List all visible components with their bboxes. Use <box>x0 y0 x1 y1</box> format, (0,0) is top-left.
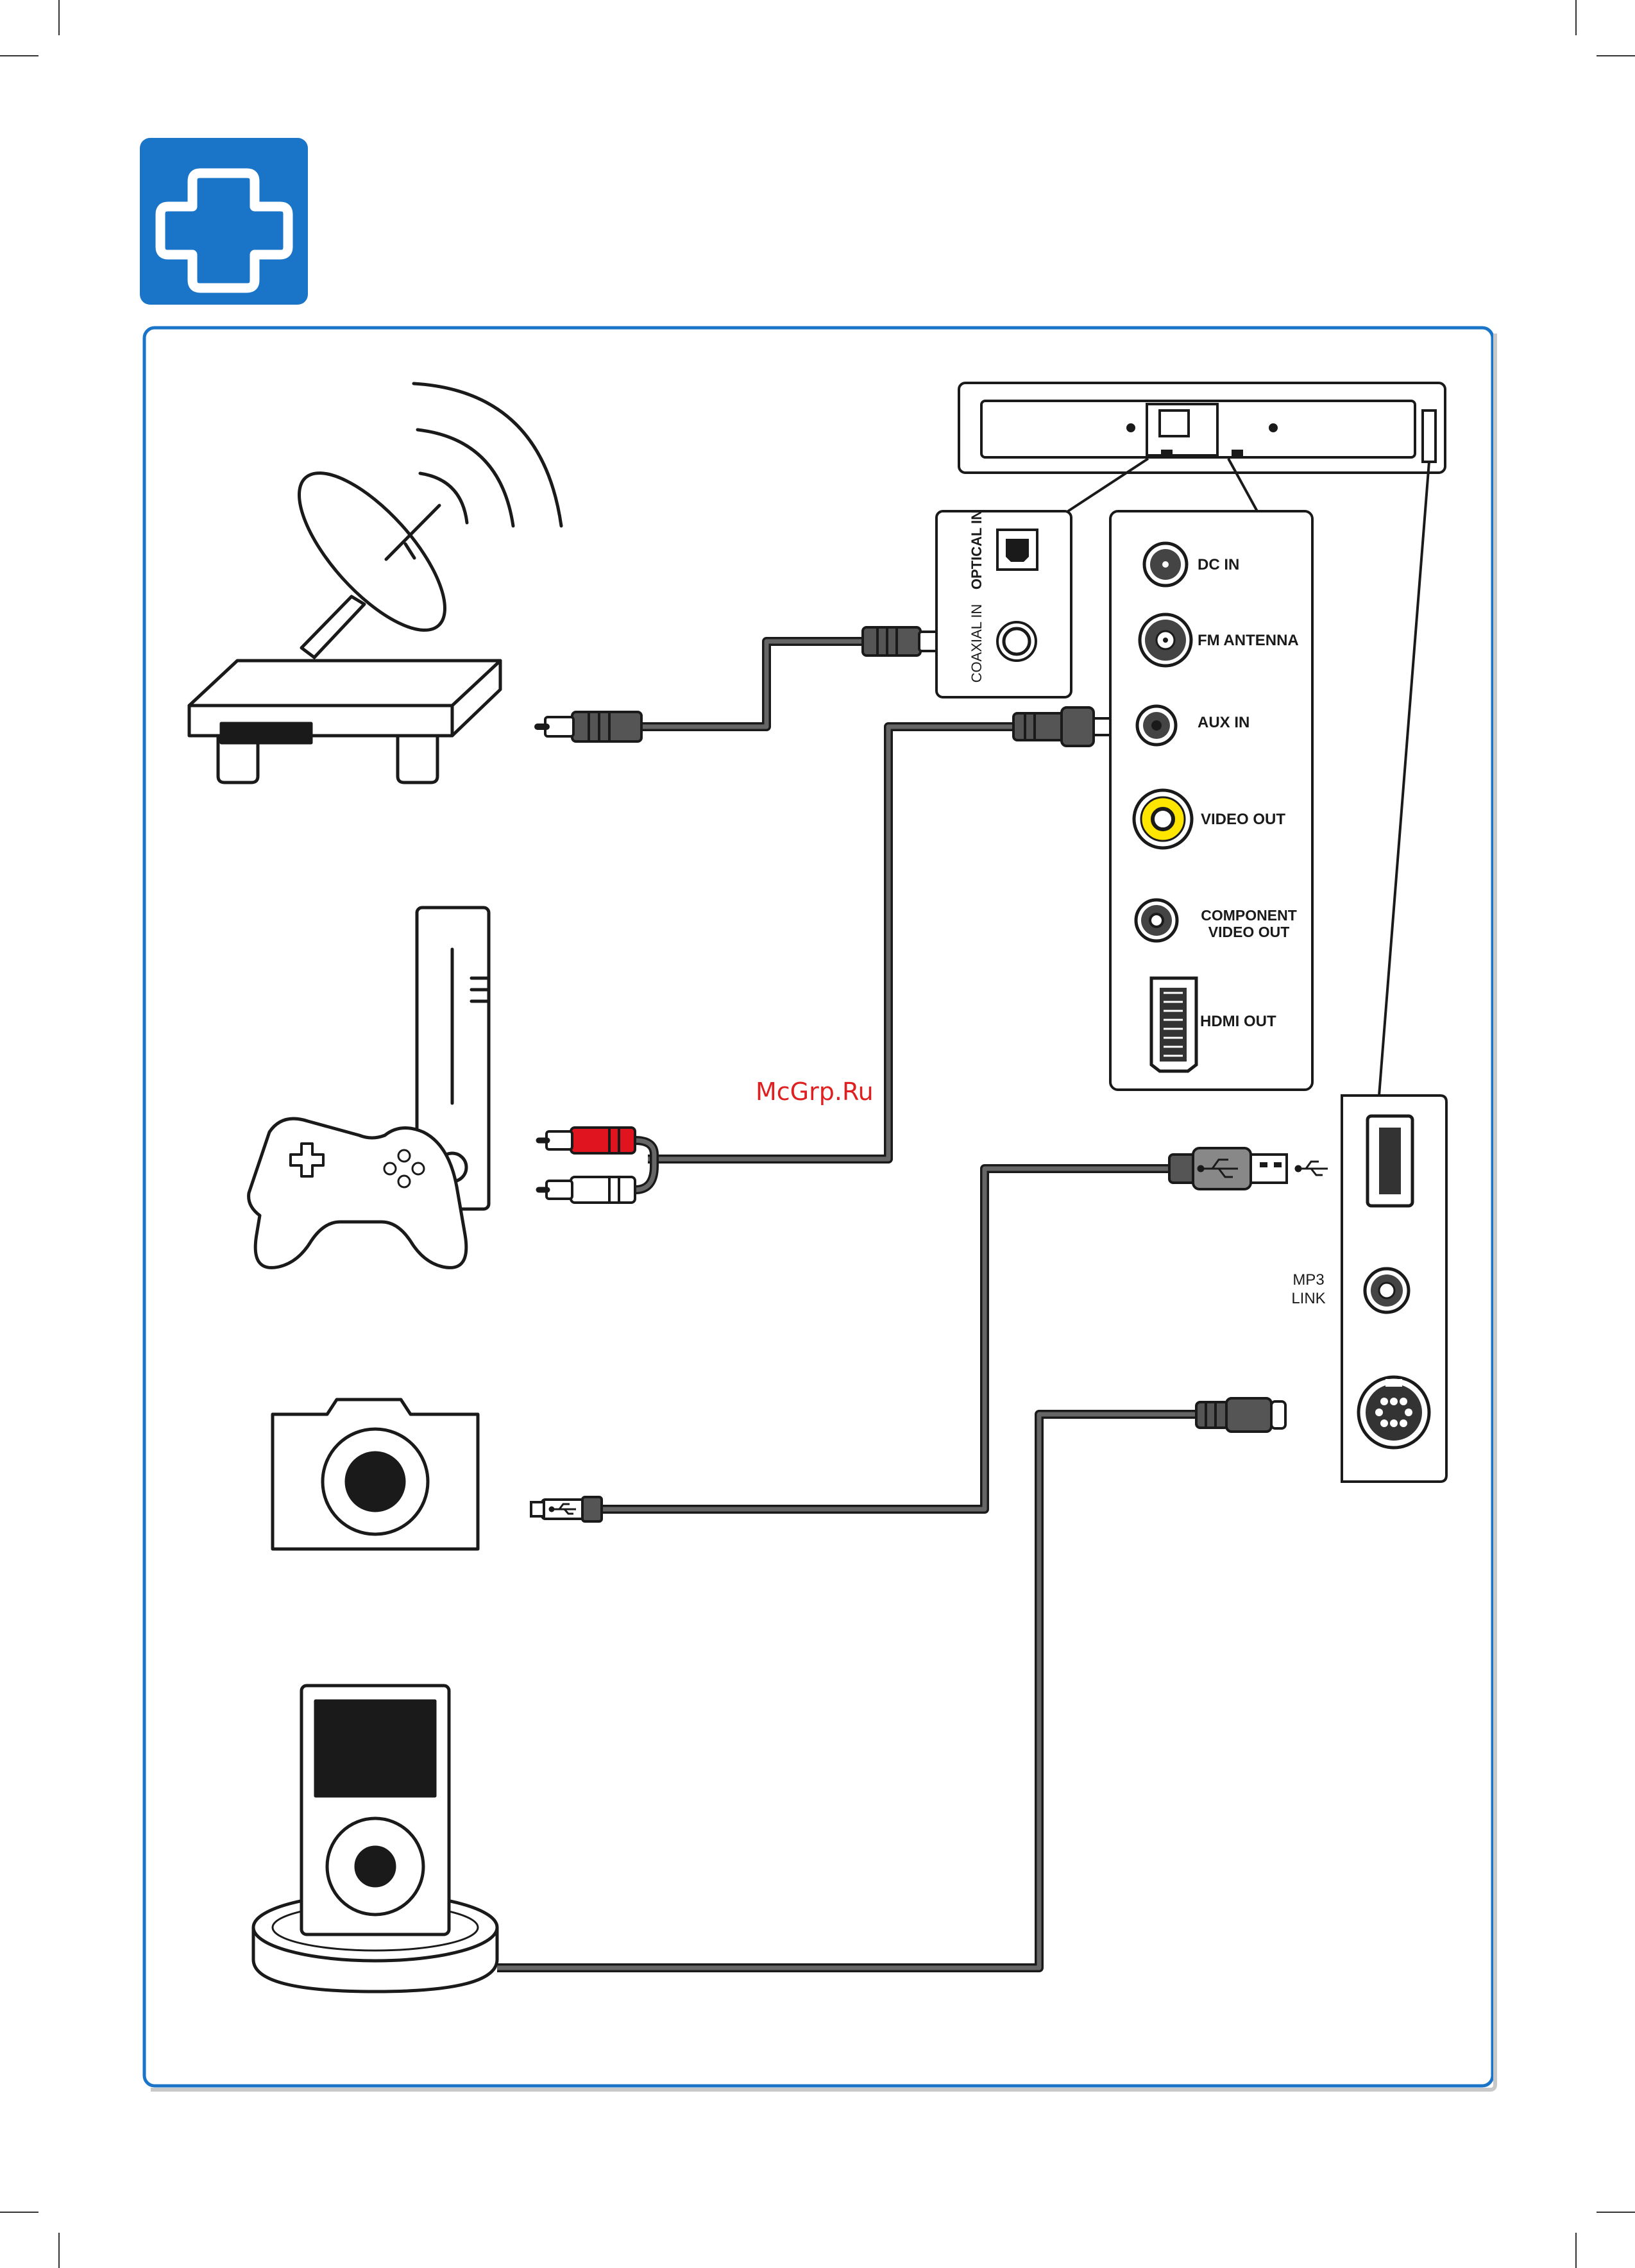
mp3-link-label-line1: MP3 <box>1292 1271 1324 1289</box>
dock-connector-port <box>1359 1377 1429 1448</box>
video-out-label: VIDEO OUT <box>1201 811 1285 828</box>
fm-antenna-label: FM ANTENNA <box>1198 632 1299 649</box>
component-label-line1: COMPONENT <box>1201 907 1297 924</box>
rca-white-plug <box>539 1177 635 1203</box>
dc-in-label: DC IN <box>1198 556 1239 573</box>
component-label-line2: VIDEO OUT <box>1208 924 1290 940</box>
main-connector-panel: DC IN FM ANTENNA AUX IN VIDEO OUT COMPON… <box>1110 511 1312 1090</box>
component-video-out-port <box>1136 900 1177 941</box>
coaxial-in-port <box>997 622 1036 661</box>
coaxial-plug-left <box>538 712 641 741</box>
optical-in-port <box>997 530 1037 570</box>
dock-plug <box>1196 1398 1285 1432</box>
usb-port <box>1368 1116 1412 1206</box>
video-out-port <box>1134 790 1192 848</box>
optical-in-label: OPTICAL IN <box>969 510 985 589</box>
fm-antenna-port <box>1140 614 1191 666</box>
dc-in-port <box>1144 543 1187 586</box>
hdmi-out-port <box>1151 978 1196 1071</box>
aux-in-port <box>1137 706 1176 745</box>
plus-icon <box>140 138 308 305</box>
mp3-link-label-line2: LINK <box>1291 1290 1325 1307</box>
rca-red-plug <box>539 1128 635 1153</box>
aux-in-label: AUX IN <box>1198 714 1250 731</box>
mp3-link-port <box>1365 1269 1409 1312</box>
camera-icon <box>273 1400 478 1549</box>
hdmi-out-label: HDMI OUT <box>1200 1013 1276 1030</box>
watermark: McGrp.Ru <box>756 1078 874 1106</box>
coaxial-in-label: COAXIAL IN <box>969 604 985 683</box>
optical-coaxial-panel: OPTICAL IN COAXIAL IN <box>936 510 1071 697</box>
